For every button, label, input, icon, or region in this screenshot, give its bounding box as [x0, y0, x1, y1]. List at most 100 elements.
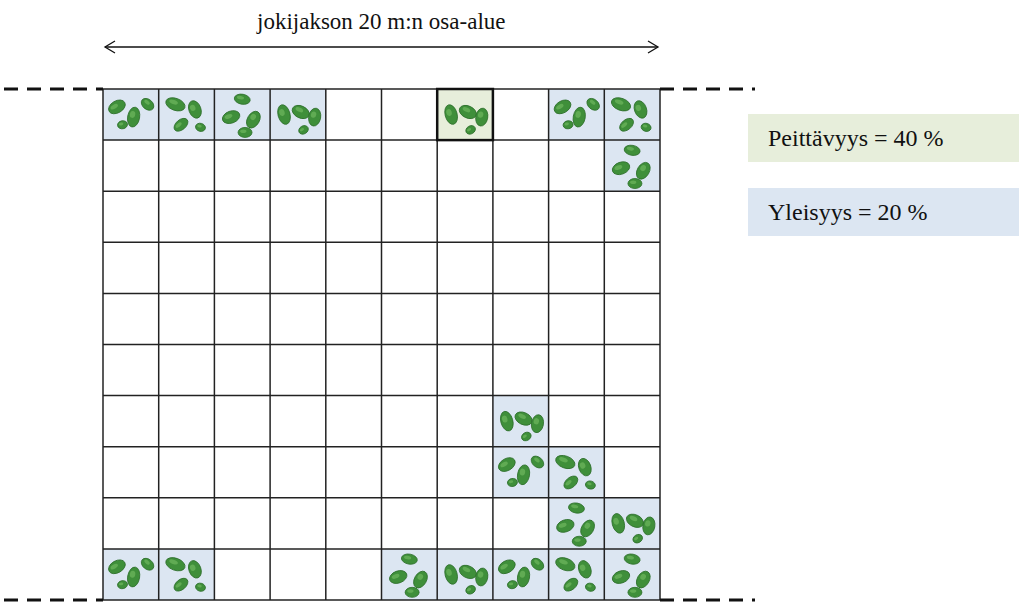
leaf-blade [195, 582, 207, 592]
leaf-blade [405, 587, 419, 597]
leaf-blade [464, 124, 477, 136]
leaf-highlight [169, 99, 179, 106]
leaf [572, 106, 587, 128]
leaf-blade [585, 96, 602, 113]
leaf-blade [474, 567, 489, 587]
leaf [195, 122, 207, 132]
leaf-blade [186, 99, 203, 120]
leaf [572, 536, 586, 546]
leaf-blade [585, 480, 597, 490]
occupied-cell [604, 498, 660, 549]
leaf [530, 414, 545, 434]
leaf-highlight [579, 462, 586, 470]
leaf-highlight [633, 536, 638, 541]
leaf [576, 559, 593, 580]
grid-line [103, 139, 660, 141]
leaf [126, 566, 141, 588]
leaf [632, 99, 649, 120]
leaf-highlight [574, 538, 580, 542]
leaf-highlight [587, 482, 592, 486]
leaf [276, 103, 293, 125]
leaf-highlight [635, 104, 642, 112]
leaf-highlight [466, 127, 471, 132]
leaf-highlight [559, 456, 569, 463]
leaf [186, 559, 203, 580]
leaf [617, 116, 636, 134]
leaf-highlight [462, 566, 471, 573]
leaf-highlight [630, 589, 636, 593]
leaf-blade [562, 576, 581, 594]
leaf-blade [164, 555, 187, 573]
leaf-blade [443, 563, 460, 585]
leaf [611, 568, 632, 585]
leaf [474, 107, 489, 127]
leaf-highlight [533, 457, 540, 464]
leaf-highlight [446, 108, 453, 116]
leaf-highlight [129, 110, 136, 118]
leaf-blade [106, 97, 128, 116]
leaf-highlight [119, 582, 124, 586]
leaf-blade [507, 580, 518, 590]
leaf [234, 93, 251, 106]
leaf-highlight [143, 99, 150, 106]
leaf-blade [572, 106, 587, 128]
leaf-highlight [571, 504, 579, 509]
leaf-highlight [627, 555, 635, 560]
leaf-highlight [175, 581, 183, 588]
leaf-blade [555, 517, 576, 534]
leaf-highlight [129, 570, 136, 578]
leaf-highlight [446, 568, 453, 576]
leaf [562, 120, 573, 130]
leaf-highlight [240, 129, 246, 133]
leaf-highlight [175, 121, 183, 128]
leaf-blade [401, 553, 418, 566]
leaf [552, 97, 574, 116]
leaf-blade [498, 410, 515, 432]
leaf [106, 97, 128, 116]
leaf [139, 556, 156, 573]
leaf-blade [195, 122, 207, 132]
dimension-line [105, 46, 658, 47]
leaf-blade [496, 557, 518, 576]
leaf-blade [628, 179, 642, 189]
leaf-blade [117, 120, 128, 130]
leaf-highlight [614, 164, 623, 171]
occupied-cell [103, 549, 159, 600]
leaf-highlight [462, 106, 471, 113]
leaf-highlight [169, 558, 179, 565]
leaf [474, 567, 489, 587]
grid-line [103, 548, 660, 550]
leaf-highlight [555, 103, 564, 111]
leaf-blade [307, 107, 322, 127]
occupied-cell [493, 549, 549, 600]
leaf-highlight [614, 573, 623, 580]
occupied-cell [437, 549, 493, 600]
leaf [172, 116, 191, 134]
leaf-blade [585, 582, 597, 592]
arrow-head [105, 41, 115, 53]
leaf-highlight [501, 415, 508, 423]
leaf-blade [529, 556, 546, 573]
leaf-blade [186, 559, 203, 580]
leaf-blade [562, 120, 573, 130]
leaf-highlight [639, 573, 647, 581]
leaf-blade [529, 454, 546, 471]
leaf [628, 587, 642, 597]
leaf-blade [516, 566, 531, 588]
leaf [496, 455, 518, 474]
leaf [388, 568, 409, 585]
leaf-highlight [559, 558, 569, 565]
occupied-cell [549, 549, 605, 600]
leaf-blade [164, 95, 187, 113]
leaf-blade [106, 557, 128, 576]
leaf-highlight [477, 571, 483, 578]
leaf [611, 159, 632, 176]
legend-swatch: Yleisyys = 20 % [748, 188, 1019, 236]
river-bank [4, 599, 103, 602]
leaf [401, 553, 418, 566]
leaf-highlight [197, 584, 202, 588]
example-cell-border [437, 89, 493, 140]
legend-swatch: Peittävyys = 40 % [748, 114, 1019, 162]
leaf-blade [464, 584, 477, 596]
leaf [554, 453, 577, 471]
